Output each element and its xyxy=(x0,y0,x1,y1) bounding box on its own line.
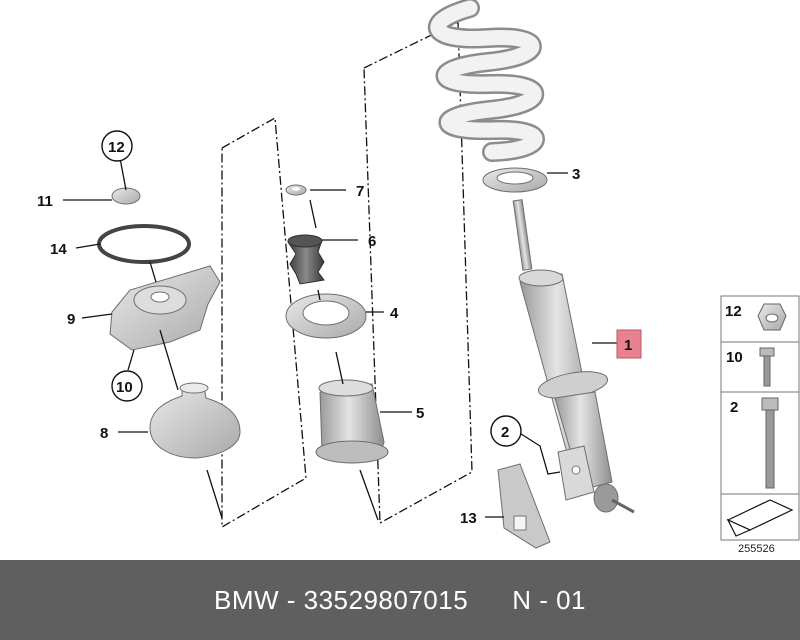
callout-10: 10 xyxy=(116,379,133,396)
strut-mount xyxy=(109,265,221,351)
footer-bar: BMW - 33529807015 N - 01 xyxy=(0,560,800,640)
dust-boot xyxy=(315,379,389,464)
bracket xyxy=(557,445,595,501)
callout-13: 13 xyxy=(460,510,477,527)
legend-label-10: 10 xyxy=(726,349,743,366)
callout-12-circle xyxy=(101,130,133,162)
washer-small xyxy=(285,184,307,196)
shock-absorber xyxy=(512,199,635,514)
coil-spring xyxy=(428,0,545,162)
callout-6: 6 xyxy=(368,233,376,250)
legend-bolt-short-icon xyxy=(759,347,775,357)
spring-pad xyxy=(482,167,548,193)
callout-14: 14 xyxy=(50,241,67,258)
callout-2: 2 xyxy=(501,424,509,441)
legend-label-12: 12 xyxy=(725,303,742,320)
callout-2-circle xyxy=(490,415,522,447)
bump-stop xyxy=(287,234,325,285)
legend-label-2: 2 xyxy=(730,399,738,416)
spring-seat xyxy=(149,382,241,459)
callout-5: 5 xyxy=(416,405,424,422)
diagram-ref-number: 255526 xyxy=(738,543,775,555)
callout-4: 4 xyxy=(390,305,399,322)
support-bearing xyxy=(285,293,367,339)
callout-1-highlight xyxy=(616,329,642,359)
assembly-outline-right xyxy=(363,20,473,525)
exploded-view-diagram: 11 12 14 9 10 8 7 6 4 5 3 1 2 13 12 10 2… xyxy=(37,0,800,555)
hex-nut xyxy=(111,187,141,205)
callout-labels: 11 12 14 9 10 8 7 6 4 5 3 1 2 13 xyxy=(37,130,642,527)
part-number: BMW - 33529807015 xyxy=(213,584,469,615)
callout-3: 3 xyxy=(572,166,580,183)
assembly-outline-middle xyxy=(221,116,307,529)
sealing-ring xyxy=(97,224,191,264)
legend-bolt-long-icon xyxy=(761,397,779,411)
callout-9: 9 xyxy=(67,311,75,328)
callout-10-circle xyxy=(111,370,143,402)
callout-12: 12 xyxy=(108,139,125,156)
callout-8: 8 xyxy=(100,425,108,442)
hardware-legend: 12 10 2 255526 xyxy=(720,295,800,555)
leader-lines xyxy=(63,157,618,521)
callout-1: 1 xyxy=(624,337,632,354)
page-number: N - 01 xyxy=(512,584,587,615)
callout-11: 11 xyxy=(37,193,53,210)
callout-7: 7 xyxy=(356,183,364,200)
sensor-bracket xyxy=(497,463,551,549)
